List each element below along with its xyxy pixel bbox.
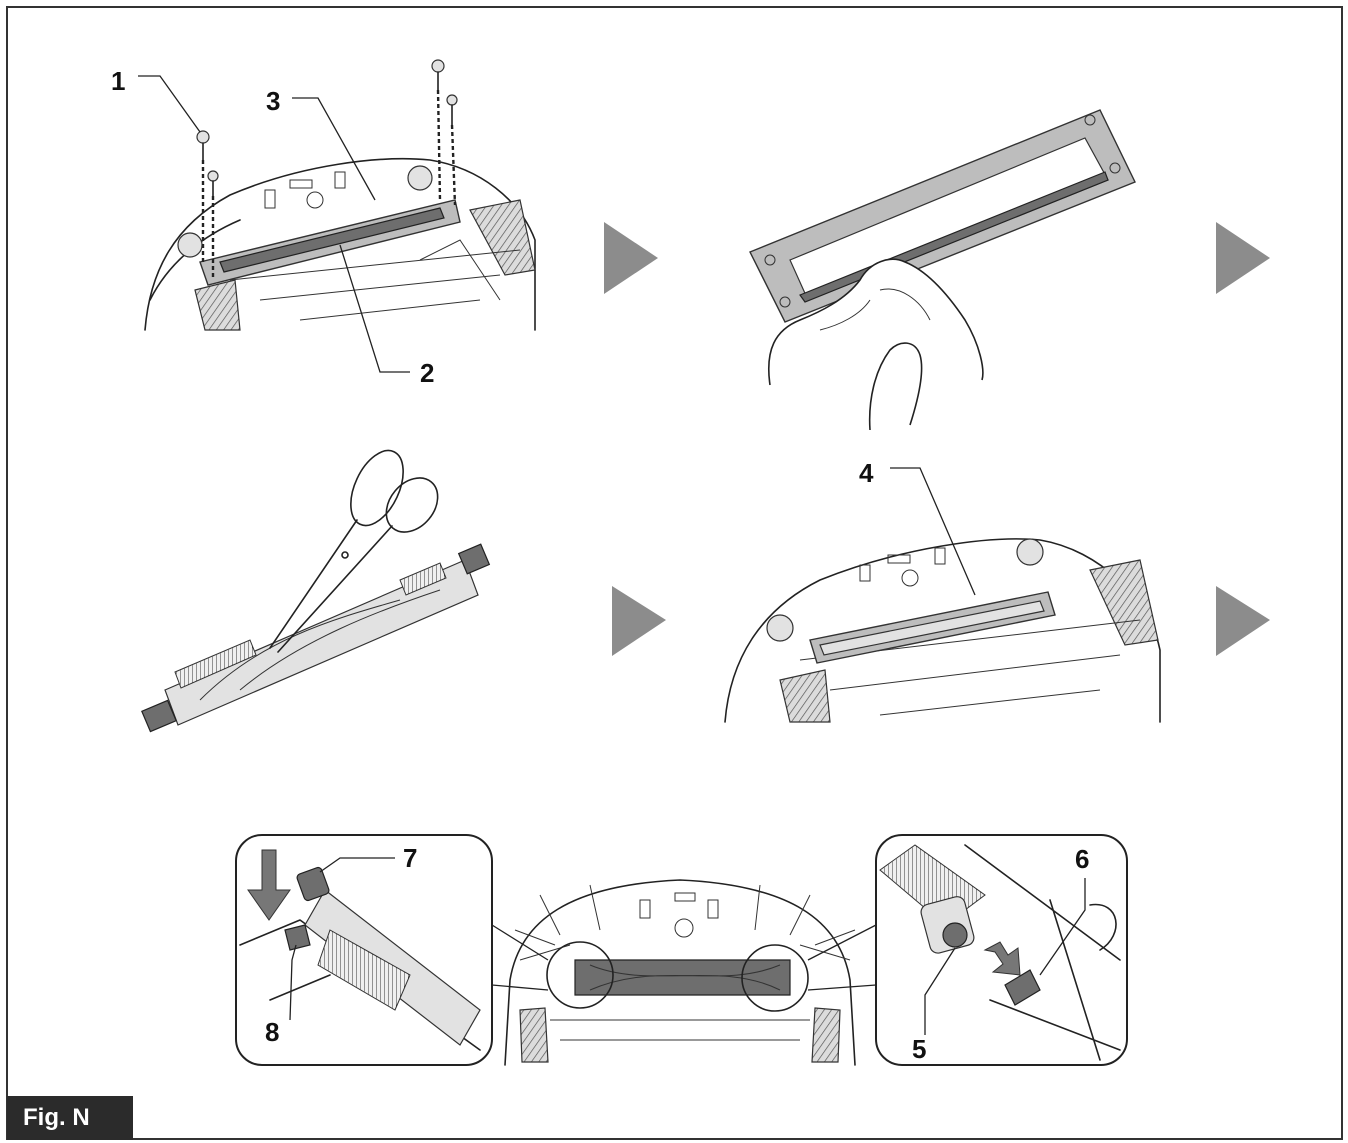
callout-8: 8 [265, 1017, 279, 1047]
step-arrow-icon [1216, 222, 1270, 294]
step-arrow-icon [604, 222, 658, 294]
callout-4: 4 [859, 458, 874, 488]
screw-icon [196, 59, 458, 197]
callout-3: 3 [266, 86, 280, 116]
callout-5: 5 [912, 1034, 926, 1064]
step-arrow-icon [1216, 586, 1270, 656]
step-2-clean-cover [749, 109, 1136, 431]
step-3-cut-hair [141, 449, 491, 733]
step-4-reinstall: 4 [724, 458, 1161, 723]
step-5-seat-roll: 7 8 5 6 [235, 834, 1128, 1066]
down-arrow-icon [247, 849, 291, 921]
callout-6: 6 [1075, 844, 1089, 874]
hand-icon [768, 258, 984, 431]
callout-2: 2 [420, 358, 434, 388]
callout-1: 1 [111, 66, 125, 96]
figure-label: Fig. N [7, 1096, 133, 1140]
step-arrow-icon [612, 586, 666, 656]
step-1-remove-cover: 1 2 3 [111, 59, 536, 388]
callout-7: 7 [403, 843, 417, 873]
insert-arrow-icon [983, 941, 1021, 976]
scissors-icon [269, 449, 439, 653]
figure-border [6, 6, 1343, 1140]
